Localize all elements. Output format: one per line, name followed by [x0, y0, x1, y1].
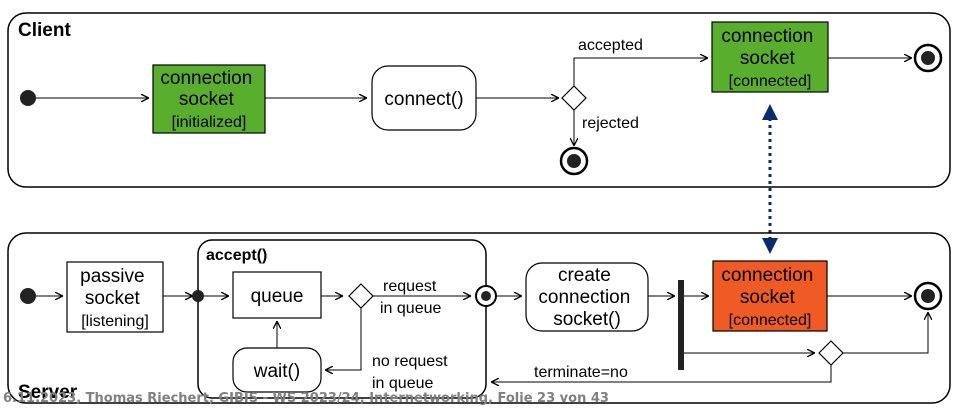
create-socket-line2: connection [538, 287, 630, 308]
accept-activity [197, 239, 487, 399]
queue-label: queue [251, 286, 304, 307]
client-initial-node [20, 90, 36, 106]
client-socket-init-line1: connection [160, 68, 252, 89]
create-socket-action [525, 262, 649, 332]
rejected-label: rejected [582, 115, 639, 132]
no-request-flow [326, 308, 362, 370]
passive-socket [66, 261, 164, 333]
request-label-line1: request [383, 278, 437, 295]
no-request-label-line1: no request [372, 353, 448, 370]
connection-link [762, 104, 778, 254]
server-socket-conn-line1: connection [721, 265, 813, 286]
client-socket-initialized [152, 64, 266, 134]
accept-entry-pin [192, 290, 204, 302]
request-label-line2: in queue [380, 300, 441, 317]
client-final-node [913, 43, 943, 73]
terminate-no-flow [492, 365, 832, 382]
server-swimlane [7, 232, 951, 404]
server-socket-connected-text: connection socket [connected] [721, 265, 818, 329]
accepted-label: accepted [578, 37, 643, 54]
fork-bar [678, 280, 684, 370]
client-decision-node [561, 85, 587, 111]
no-request-label: no request in queue [372, 353, 452, 392]
server-socket-conn-line2: socket [740, 287, 796, 308]
client-socket-init-line2: socket [179, 89, 235, 110]
client-socket-init-line3: [initialized] [172, 114, 247, 131]
client-final-node-rejected [559, 146, 589, 176]
client-socket-conn-line2: socket [740, 48, 796, 69]
connect-label: connect() [384, 89, 463, 110]
server-final-node [913, 281, 943, 311]
terminate-decision-node [818, 340, 844, 366]
client-socket-conn-line1: connection [721, 26, 813, 47]
accept-title: accept() [206, 247, 267, 264]
server-title: Server [18, 382, 78, 403]
footer-text: 6.11.2023, Thomas Riechert, GIBIS - WS 2… [3, 391, 609, 406]
passive-socket-text: passive socket [listening] [80, 266, 150, 330]
server-socket-conn-line3: [connected] [729, 312, 812, 329]
client-title: Client [18, 20, 71, 41]
terminate-yes-flow [843, 313, 928, 354]
client-socket-init-text: connection socket [initialized] [160, 68, 257, 131]
accept-exit-pin [475, 285, 497, 307]
passive-socket-line2: socket [85, 288, 141, 309]
server-initial-node [20, 288, 36, 304]
queue-node [232, 271, 322, 319]
server-decision-node [348, 283, 374, 309]
client-socket-connected [711, 21, 829, 93]
create-socket-line1: create [558, 265, 611, 286]
no-request-label-line2: in queue [372, 375, 433, 392]
request-label: request in queue [380, 278, 441, 317]
passive-socket-line1: passive [80, 266, 144, 287]
passive-socket-line3: [listening] [81, 313, 149, 330]
client-socket-connected-text: connection socket [connected] [721, 26, 818, 90]
client-swimlane [7, 12, 951, 188]
terminate-label: terminate=no [534, 364, 628, 381]
create-socket-line3: socket() [553, 309, 621, 330]
create-socket-text: create connection socket() [538, 265, 635, 330]
server-socket-connected [712, 260, 828, 332]
accepted-flow [573, 58, 707, 86]
client-socket-conn-line3: [connected] [729, 73, 812, 90]
wait-label: wait() [253, 361, 300, 382]
